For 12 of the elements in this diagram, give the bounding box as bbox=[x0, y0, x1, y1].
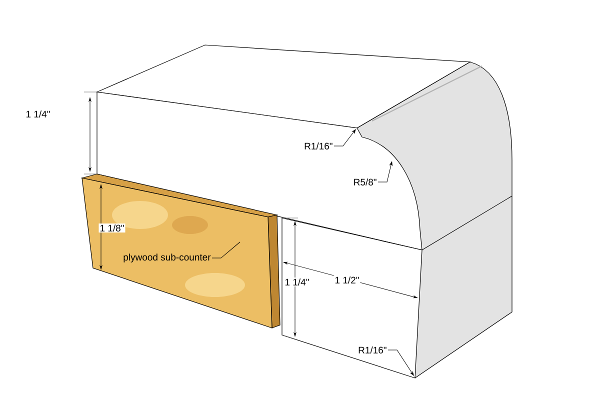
dimension-label: 1 1/4" bbox=[24, 110, 52, 118]
leader-text: R1/16" bbox=[304, 142, 332, 150]
leader-text: plywood sub-counter bbox=[124, 254, 211, 262]
dimension-label: 1 1/2" bbox=[334, 276, 360, 284]
dimension-label: 1 1/4" bbox=[284, 278, 310, 286]
leader-line bbox=[388, 350, 414, 376]
leader-text: R5/8" bbox=[354, 178, 376, 186]
dimension-label: 1 1/8" bbox=[98, 224, 126, 232]
leader-text: R1/16" bbox=[358, 346, 386, 354]
leader-line bbox=[212, 242, 240, 258]
leader-line bbox=[378, 162, 392, 182]
leader-line bbox=[334, 129, 356, 146]
